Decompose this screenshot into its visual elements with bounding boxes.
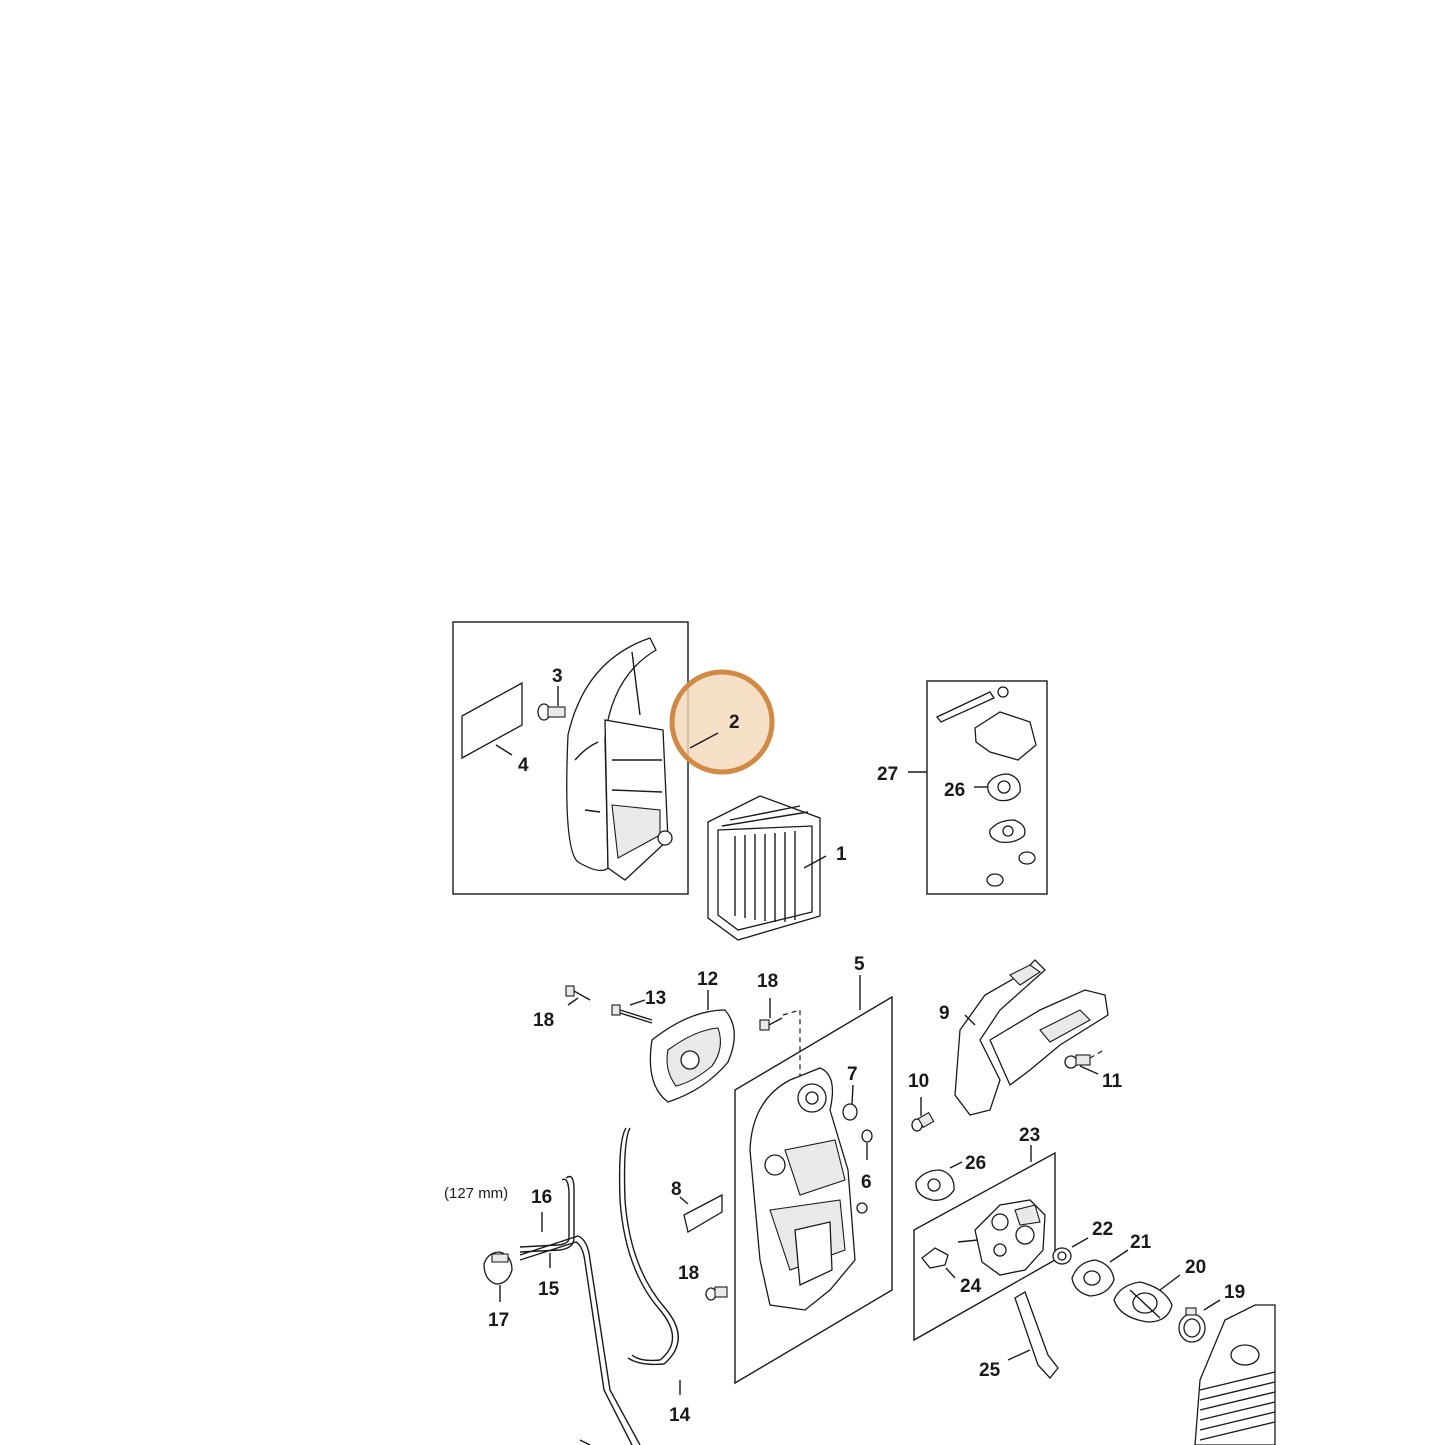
label-part-8: 8 [671,1179,682,1200]
label-part-18-bottom: 18 [678,1263,699,1284]
label-part-27: 27 [877,764,898,785]
label-part-7: 7 [847,1064,858,1085]
o-ring-part-22 [1052,1237,1089,1265]
screw-part-3 [537,686,566,721]
label-part-2: 2 [729,712,740,733]
air-filter-part-1 [707,795,827,941]
fuel-hose-part-15-16 [519,1175,641,1445]
carburetor-box-group [679,975,893,1385]
screw-part-18-top-left [565,985,591,1006]
screw-part-13 [611,999,653,1024]
frame-part-9 [954,959,1109,1116]
label-part-1: 1 [836,844,847,865]
nut-part-6 [861,1129,873,1160]
label-part-21: 21 [1130,1232,1152,1253]
screw-part-18-bottom [705,1286,728,1301]
flange-part-21 [1071,1249,1129,1297]
highlight-circle[interactable] [669,669,775,775]
label-part-14: 14 [669,1405,691,1426]
fuel-hose-part-14 [618,1127,681,1395]
label-part-19: 19 [1224,1282,1245,1303]
clamp-part-19 [1178,1299,1221,1343]
label-part-6: 6 [861,1172,872,1193]
label-part-3: 3 [552,666,563,687]
label-part-26-lower: 26 [965,1153,986,1174]
filter-cover-part-2 [566,637,673,881]
label-part-10: 10 [908,1071,929,1092]
shroud-part-12 [649,990,735,1103]
label-part-12: 12 [697,969,718,990]
filter-cover-group [452,621,689,895]
gasket-part-26-lower [915,1161,963,1201]
screw-part-11 [1064,1049,1105,1075]
label-part-18-center: 18 [757,971,778,992]
carburetor-box [734,995,893,1385]
primer-bulb-part-17 [483,1251,513,1302]
label-part-5: 5 [854,954,865,975]
label-part-18-top-left: 18 [533,1010,554,1031]
hose-length-note: (127 mm) [444,1185,508,1202]
label-part-13: 13 [645,988,666,1009]
nut-part-7 [842,1084,858,1121]
label-part-22: 22 [1092,1219,1113,1240]
gasket-kit-box [926,680,1048,895]
label-part-11: 11 [1102,1071,1123,1092]
choke-part-24 [921,1247,956,1279]
label-part-25: 25 [979,1360,1001,1381]
label-part-17: 17 [488,1310,509,1331]
label-part-4: 4 [518,755,529,776]
carburetor-body [957,1199,1046,1276]
plate-part-8 [679,1193,723,1234]
screw-part-10 [911,1097,935,1132]
carburetor-kit-group [913,1145,1056,1342]
cylinder-partial [1194,1304,1276,1445]
screw-part-18-center [759,998,783,1031]
label-part-24: 24 [960,1276,982,1297]
label-part-16: 16 [531,1187,552,1208]
label-part-9: 9 [939,1003,950,1024]
label-part-26-upper: 26 [944,780,965,801]
intake-manifold-part-20 [1113,1274,1181,1323]
impulse-hose-part-25 [1007,1291,1059,1379]
label-part-15: 15 [538,1279,560,1300]
label-part-23: 23 [1019,1125,1040,1146]
gasket-kit-group [908,680,1048,895]
label-part-20: 20 [1185,1257,1206,1278]
carb-housing [749,1067,856,1311]
decal-part-4 [461,681,523,760]
